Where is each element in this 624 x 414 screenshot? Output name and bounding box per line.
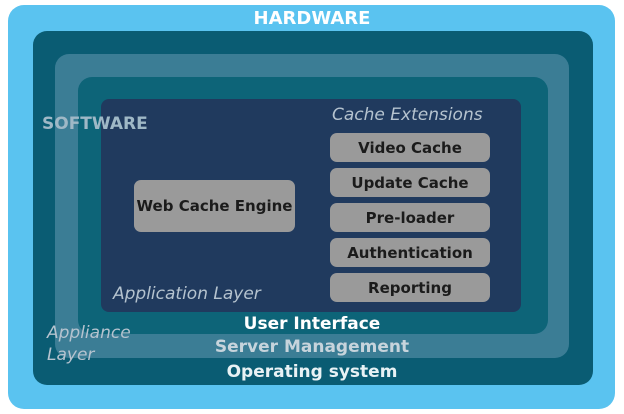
cache-extension-video-cache: Video Cache: [330, 133, 490, 162]
cache-extension-update-cache: Update Cache: [330, 168, 490, 197]
operating-system-title: Operating system: [226, 362, 398, 382]
server-management-title: Server Management: [214, 337, 410, 357]
cache-extension-pre-loader: Pre-loader: [330, 203, 490, 232]
web-cache-engine-box: Web Cache Engine: [134, 180, 295, 232]
cache-extensions-title: Cache Extensions: [332, 105, 483, 125]
user-interface-title: User Interface: [243, 314, 381, 334]
application-layer-title: Application Layer: [113, 284, 261, 304]
cache-extension-reporting: Reporting: [330, 273, 490, 302]
appliance-layer-title: Appliance Layer: [47, 323, 131, 365]
software-title: SOFTWARE: [42, 114, 148, 134]
cache-extension-authentication: Authentication: [330, 238, 490, 267]
hardware-title: HARDWARE: [253, 8, 371, 29]
